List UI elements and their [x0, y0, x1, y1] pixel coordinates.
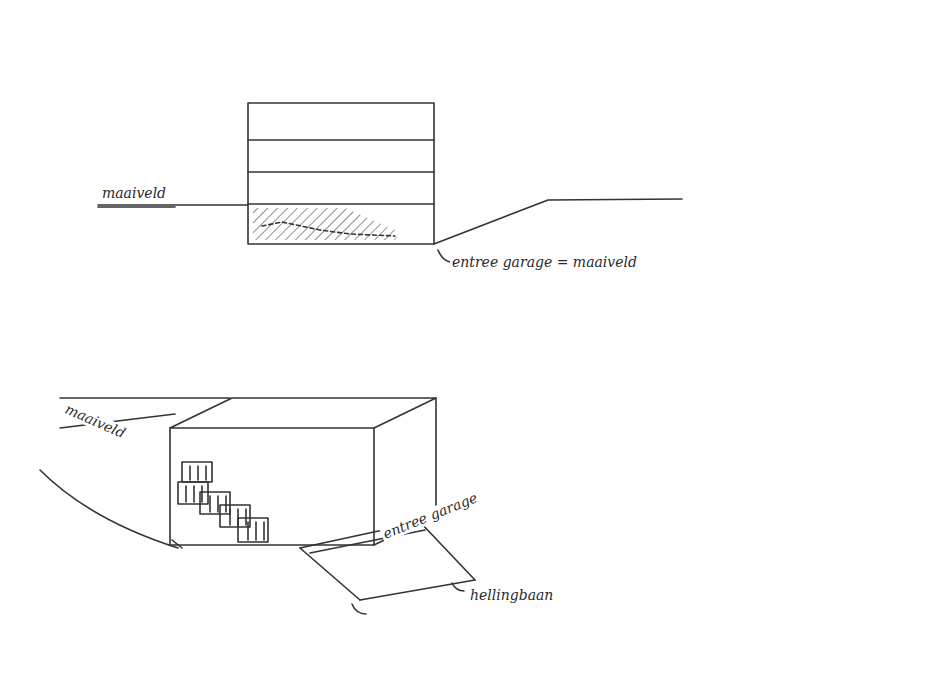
sketch-label: hellingbaan	[468, 588, 555, 603]
sketch-label: entree garage = maaiveld	[450, 255, 639, 270]
sketch-label: entree garage	[379, 490, 481, 543]
sketch-label: maaiveld	[100, 186, 168, 201]
